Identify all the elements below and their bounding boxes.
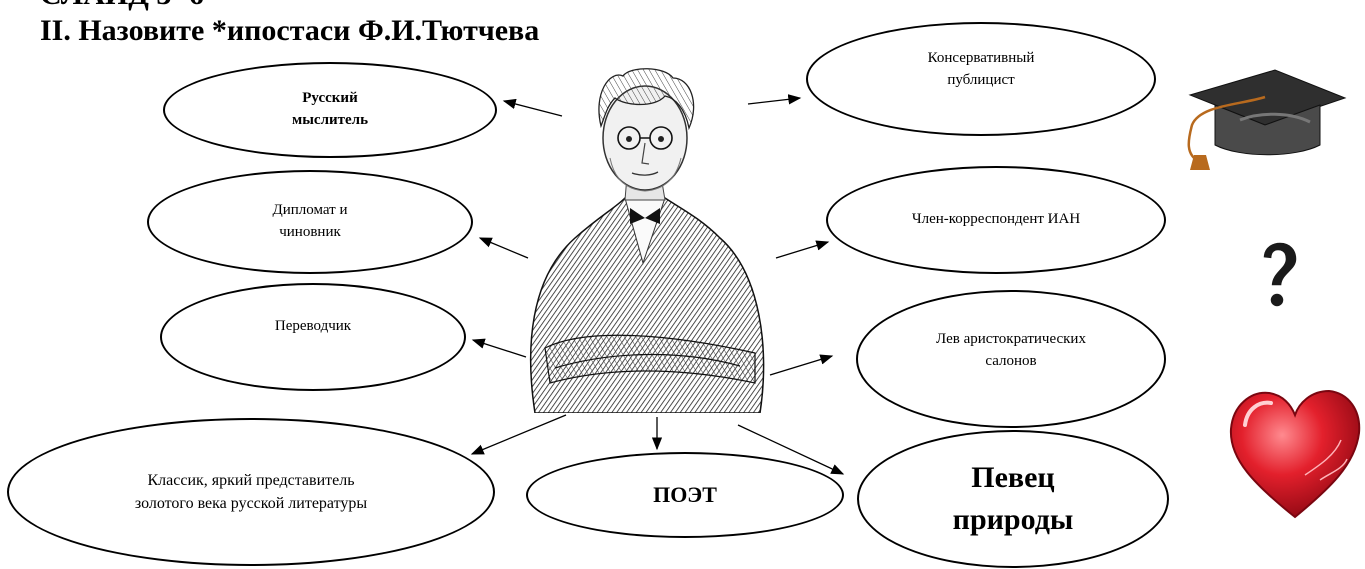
arrow-publicist [747,94,802,105]
graduation-cap-icon [1187,69,1347,170]
question-mark-icon [1262,241,1298,308]
arrow-member [775,240,830,259]
node-publicist: Консервативный публицист [806,22,1156,136]
arrow-lion [769,354,834,376]
node-classic: Классик, яркий представитель золотого ве… [7,418,495,566]
arrow-classic [470,414,567,455]
node-nature-singer: Певец природы [857,430,1169,568]
page-title: II. Назовите *ипостаси Ф.И.Тютчева [40,14,540,47]
node-lion: Лев аристократических салонов [856,290,1166,428]
arrow-thinker [502,98,563,117]
portrait-engraving [529,68,765,413]
heart-icon [1229,389,1361,519]
arrow-translator [471,338,527,358]
node-thinker: Русский мыслитель [163,62,497,158]
node-diplomat: Дипломат и чиновник [147,170,473,274]
node-translator: Переводчик [160,283,466,391]
arrow-diplomat [478,237,529,259]
arrow-nature [737,424,845,475]
node-member: Член-корреспондент ИАН [826,166,1166,274]
slide-label: СЛАЙД 3 -6 [40,0,204,12]
node-poet: ПОЭТ [526,452,844,538]
